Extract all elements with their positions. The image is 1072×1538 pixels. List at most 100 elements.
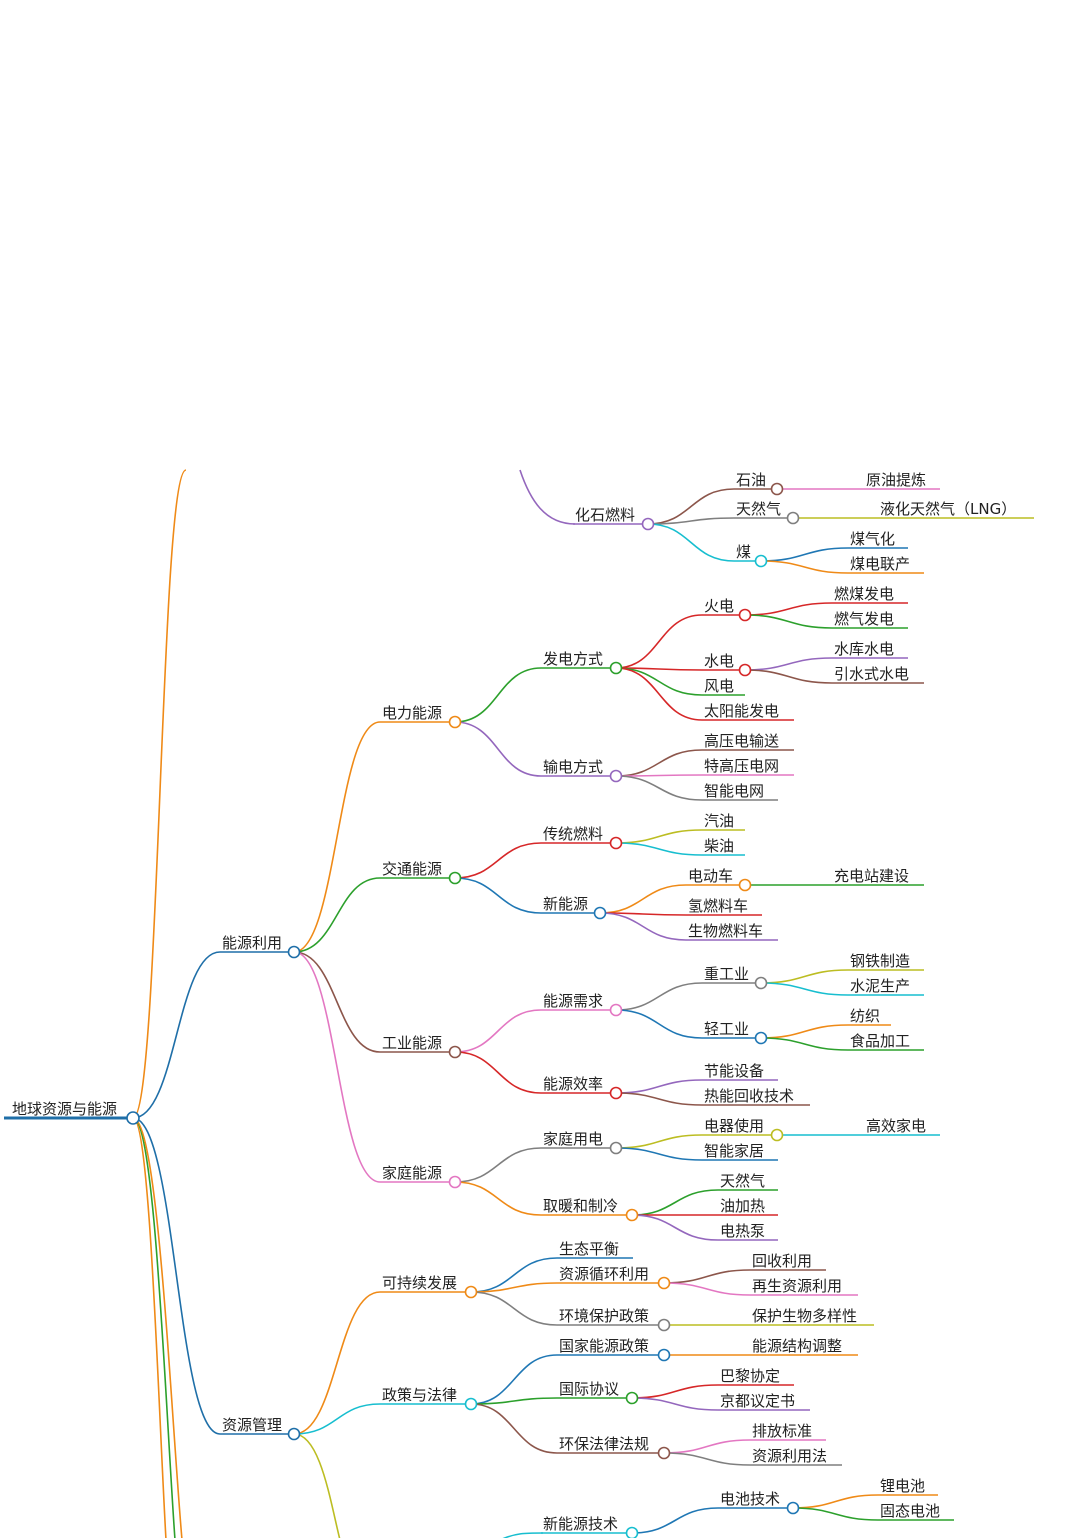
collapse-toggle-n_dianqi[interactable] — [770, 1128, 784, 1142]
collapse-toggle-n_kechixu[interactable] — [464, 1285, 478, 1299]
node-label-n_ranqi: 燃气发电 — [834, 610, 894, 628]
edge-n_huodian-n_ranqi — [744, 614, 833, 629]
collapse-toggle-n_nengyuan[interactable] — [287, 945, 301, 959]
collapse-toggle-n_shiyou[interactable] — [770, 482, 784, 496]
collapse-toggle-n_xinnengyuan[interactable] — [593, 906, 607, 920]
node-label-n_xunhuan: 资源循环利用 — [559, 1265, 649, 1283]
node-label-n_chongdian: 充电站建设 — [834, 867, 909, 885]
node-label-n_dianqi: 电器使用 — [704, 1117, 764, 1135]
node-label-n_jiaotong: 交通能源 — [382, 860, 442, 878]
node-label-n_nengyuan: 能源利用 — [222, 934, 282, 952]
node-label-n_zhineng: 智能电网 — [704, 782, 764, 800]
edge-n_huashi-n_mei — [647, 523, 735, 562]
node-label-n_tegaoya: 特高压电网 — [704, 757, 779, 775]
edge-n_qinggong-n_fangzhi — [760, 1024, 849, 1039]
node-label-n_fengdian: 风电 — [704, 677, 734, 695]
edge-n_dianli-n_fadian — [454, 667, 542, 723]
collapse-toggle-n_zhengce[interactable] — [464, 1397, 478, 1411]
node-label-n_ziyuan: 资源管理 — [222, 1416, 282, 1434]
collapse-toggle-n_xinjishu[interactable] — [625, 1526, 639, 1538]
mindmap-edges — [4, 469, 879, 1538]
mindmap-underlines — [4, 488, 1034, 1534]
collapse-toggle-n_xunhuan[interactable] — [657, 1276, 671, 1290]
edge-n_xinjishu-n_dianchi — [631, 1507, 719, 1534]
edge-n_xinnengyuan-n_diandong — [599, 884, 687, 914]
node-label-n_chuantong: 传统燃料 — [543, 825, 603, 843]
edge-n_huodian-n_ranmei — [744, 602, 833, 616]
node-label-n_mei: 煤 — [736, 543, 751, 561]
node-label-n_shiyou: 石油 — [736, 471, 766, 489]
edge-n_zhengce-n_guojia — [470, 1354, 558, 1405]
node-label-n_jiating: 家庭能源 — [382, 1164, 442, 1182]
edge-n_shuidian-n_shuiku — [744, 657, 833, 671]
node-label-n_yinshui: 引水式水电 — [834, 665, 909, 683]
node-label-n_meidian: 煤电联产 — [850, 555, 910, 573]
edge-n_zhonggong-n_gangtie — [760, 969, 849, 984]
collapse-toggle-n_zhonggong[interactable] — [754, 976, 768, 990]
collapse-toggle-n_huanbao[interactable] — [657, 1318, 671, 1332]
collapse-toggle-n_qinggong[interactable] — [754, 1031, 768, 1045]
node-label-n_bali: 巴黎协定 — [720, 1367, 780, 1385]
node-label-n_lidian: 锂电池 — [880, 1477, 925, 1495]
collapse-toggle-n_shudian[interactable] — [609, 769, 623, 783]
node-label-n_shengtai: 生态平衡 — [559, 1240, 619, 1258]
node-label-n_huodian: 火电 — [704, 597, 734, 615]
collapse-toggle-n_xuqiu[interactable] — [609, 1003, 623, 1017]
edge-n_xiaolv-n_jieneng — [615, 1079, 703, 1094]
node-label-n_qinggong: 轻工业 — [704, 1020, 749, 1038]
collapse-toggle-n_dianchi[interactable] — [786, 1501, 800, 1515]
node-label-n_reneng: 热能回收技术 — [704, 1087, 794, 1105]
edge-n_nengyuan-n_jiating — [293, 951, 381, 1183]
collapse-toggle-n_gongye[interactable] — [448, 1045, 462, 1059]
collapse-toggle-n_huashi[interactable] — [641, 517, 655, 531]
collapse-toggle-n_qunuan[interactable] — [625, 1208, 639, 1222]
edge-n_xinnengyuan-n_shengwu — [599, 912, 687, 941]
collapse-toggle-n_guoji[interactable] — [625, 1391, 639, 1405]
edge-n_huashi-n_tianranqi — [647, 517, 735, 525]
collapse-toggle-n_mei[interactable] — [754, 554, 768, 568]
collapse-toggle-n_diandong[interactable] — [738, 878, 752, 892]
node-label-n_liyongfa: 资源利用法 — [752, 1447, 827, 1465]
collapse-toggle-n_huodian[interactable] — [738, 608, 752, 622]
edge-n_zhengce-n_guoji — [470, 1397, 558, 1405]
edge-n_xunhuan-n_zaisheng — [663, 1282, 751, 1296]
collapse-toggle-n_jiaotong[interactable] — [448, 871, 462, 885]
collapse-toggle-n_shuidian[interactable] — [738, 663, 752, 677]
edge-n_dianli-n_shudian — [454, 721, 542, 777]
node-label-n_huishou: 回收利用 — [752, 1252, 812, 1270]
collapse-toggle-n_guojia[interactable] — [657, 1348, 671, 1362]
edge-n_gongye-n_xuqiu — [454, 1009, 542, 1053]
collapse-toggle-n_fadian[interactable] — [609, 661, 623, 675]
collapse-toggle-n_xiaolv[interactable] — [609, 1086, 623, 1100]
mindmap-nodes — [126, 482, 800, 1538]
node-label-n_meiqihua: 煤气化 — [850, 530, 895, 548]
collapse-toggle-n_tianranqi[interactable] — [786, 511, 800, 525]
edge-n_qunuan-n_tianranqi2 — [631, 1189, 719, 1216]
edge-n_xuqiu-n_qinggong — [615, 1009, 703, 1039]
edge-n_mei-n_meidian — [760, 560, 849, 574]
collapse-toggle-n_jiating[interactable] — [448, 1175, 462, 1189]
edge-offscreen-to-huashi — [519, 469, 576, 525]
collapse-toggle-n_ziyuan[interactable] — [287, 1427, 301, 1441]
edge-n_guoji-n_jingdu — [631, 1397, 719, 1411]
collapse-toggle-n_chuantong[interactable] — [609, 836, 623, 850]
mindmap-labels: 地球资源与能源能源利用资源管理化石燃料石油原油提炼天然气液化天然气（LNG）煤煤… — [12, 471, 1016, 1533]
collapse-toggle-n_huanbaofa[interactable] — [657, 1446, 671, 1460]
node-label-n_fadian: 发电方式 — [543, 650, 603, 668]
collapse-toggle-n_dianli[interactable] — [448, 715, 462, 729]
node-label-n_tianranqi2: 天然气 — [720, 1172, 765, 1190]
edge-n_fadian-n_fengdian — [615, 667, 703, 696]
node-label-n_tianranqi: 天然气 — [736, 500, 781, 518]
node-label-n_shuiku: 水库水电 — [834, 640, 894, 658]
edge-offscreen-to-xinjishu — [502, 1532, 544, 1538]
collapse-toggle-n_jiatingyongdian[interactable] — [609, 1141, 623, 1155]
edge-n_huashi-n_shiyou — [647, 488, 735, 525]
node-label-n_youjiare: 油加热 — [720, 1197, 765, 1215]
node-label-n_guoji: 国际协议 — [559, 1380, 619, 1398]
node-label-n_xinnengyuan: 新能源 — [543, 895, 588, 913]
edge-n_shuidian-n_yinshui — [744, 669, 833, 684]
node-label-n_qunuan: 取暖和制冷 — [543, 1197, 618, 1215]
edge-n_nengyuan-n_jiaotong — [293, 877, 381, 953]
node-label-n_taiyang: 太阳能发电 — [704, 702, 779, 720]
collapse-toggle-root[interactable] — [126, 1111, 140, 1125]
